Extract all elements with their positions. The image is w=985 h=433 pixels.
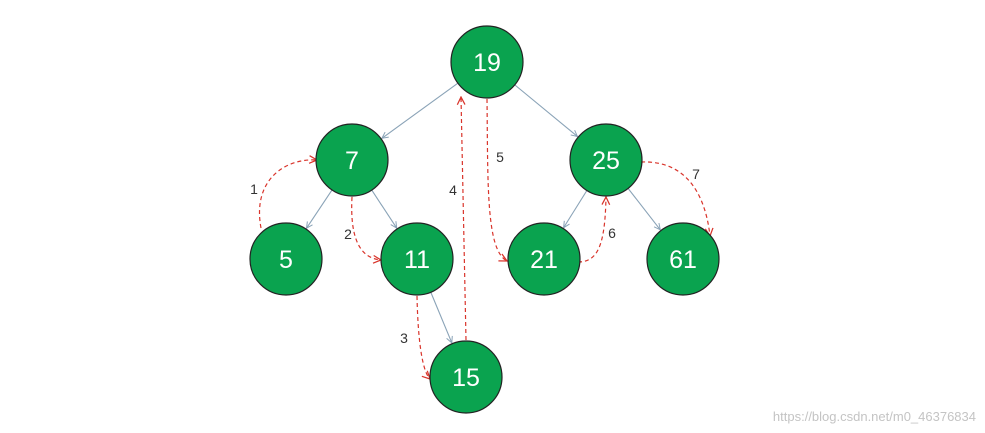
node-circle [569, 123, 643, 197]
node-label: 19 [473, 49, 501, 77]
tree-node-25: 25 [569, 123, 643, 197]
traversal-path: 1 2 3 4 5 6 7 [250, 97, 710, 379]
tree-node-11: 11 [380, 222, 454, 296]
traversal-step-label: 2 [344, 226, 352, 242]
traversal-arrow-5 [486, 98, 507, 261]
traversal-arrow-2 [351, 196, 381, 260]
tree-edge-7-5 [307, 189, 333, 228]
tree-edge-11-15 [430, 292, 452, 343]
node-label: 25 [592, 147, 620, 175]
tree-edge-25-21 [564, 190, 588, 228]
node-circle [507, 222, 581, 296]
watermark: https://blog.csdn.net/m0_46376834 [772, 409, 976, 424]
tree-node-21: 21 [507, 222, 581, 296]
tree-edge-7-11 [371, 189, 397, 228]
traversal-arrow-3 [416, 295, 430, 379]
traversal-step-label: 7 [692, 166, 700, 182]
tree-node-61: 61 [646, 222, 720, 296]
tree-node-15: 15 [429, 340, 503, 414]
tree-node-7: 7 [315, 123, 389, 197]
node-label: 61 [669, 246, 697, 274]
node-circle [249, 222, 323, 296]
tree-edge-25-61 [627, 188, 660, 229]
tree-edge-19-7 [382, 82, 459, 138]
node-circle [646, 222, 720, 296]
traversal-step-label: 6 [608, 225, 616, 241]
traversal-step-label: 4 [449, 182, 457, 198]
tree-edge-19-25 [514, 84, 578, 137]
traversal-step-label: 3 [400, 330, 408, 346]
node-circle [450, 25, 524, 99]
tree-node-5: 5 [249, 222, 323, 296]
traversal-arrow-6 [577, 197, 606, 263]
traversal-step-label: 1 [250, 181, 258, 197]
traversal-step-label: 5 [496, 149, 504, 165]
node-label: 7 [345, 147, 359, 175]
node-label: 5 [279, 246, 293, 274]
node-label: 15 [452, 364, 480, 392]
node-circle [315, 123, 389, 197]
node-label: 21 [530, 246, 558, 274]
tree-edges [307, 82, 661, 343]
node-circle [429, 340, 503, 414]
node-circle [380, 222, 454, 296]
tree-node-19: 19 [450, 25, 524, 99]
traversal-arrow-1 [258, 160, 317, 229]
traversal-arrow-7 [640, 161, 710, 236]
node-label: 11 [404, 246, 430, 274]
traversal-arrow-4 [461, 97, 467, 341]
